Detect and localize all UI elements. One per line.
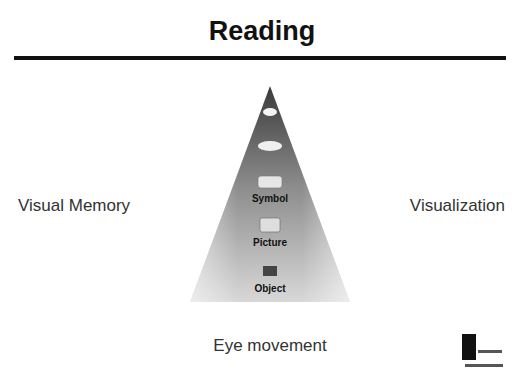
title-rule [14,56,506,60]
pyramid [190,86,350,302]
icon [263,108,277,116]
slide-title: Reading [209,16,316,47]
pyramid-level: Picture [253,237,287,249]
side-label: Visualization [410,196,505,216]
pyramid-shade [190,86,350,302]
side-label: Visual Memory [18,196,130,216]
icon [260,218,280,232]
logo [462,334,476,360]
icon [258,176,282,188]
pyramid-level: Symbol [252,193,288,205]
icon [258,141,282,151]
pyramid-level: Object [254,283,285,295]
icon [263,266,277,276]
logo [478,350,502,353]
bottom-label: Eye movement [213,336,326,356]
logo [465,364,503,367]
